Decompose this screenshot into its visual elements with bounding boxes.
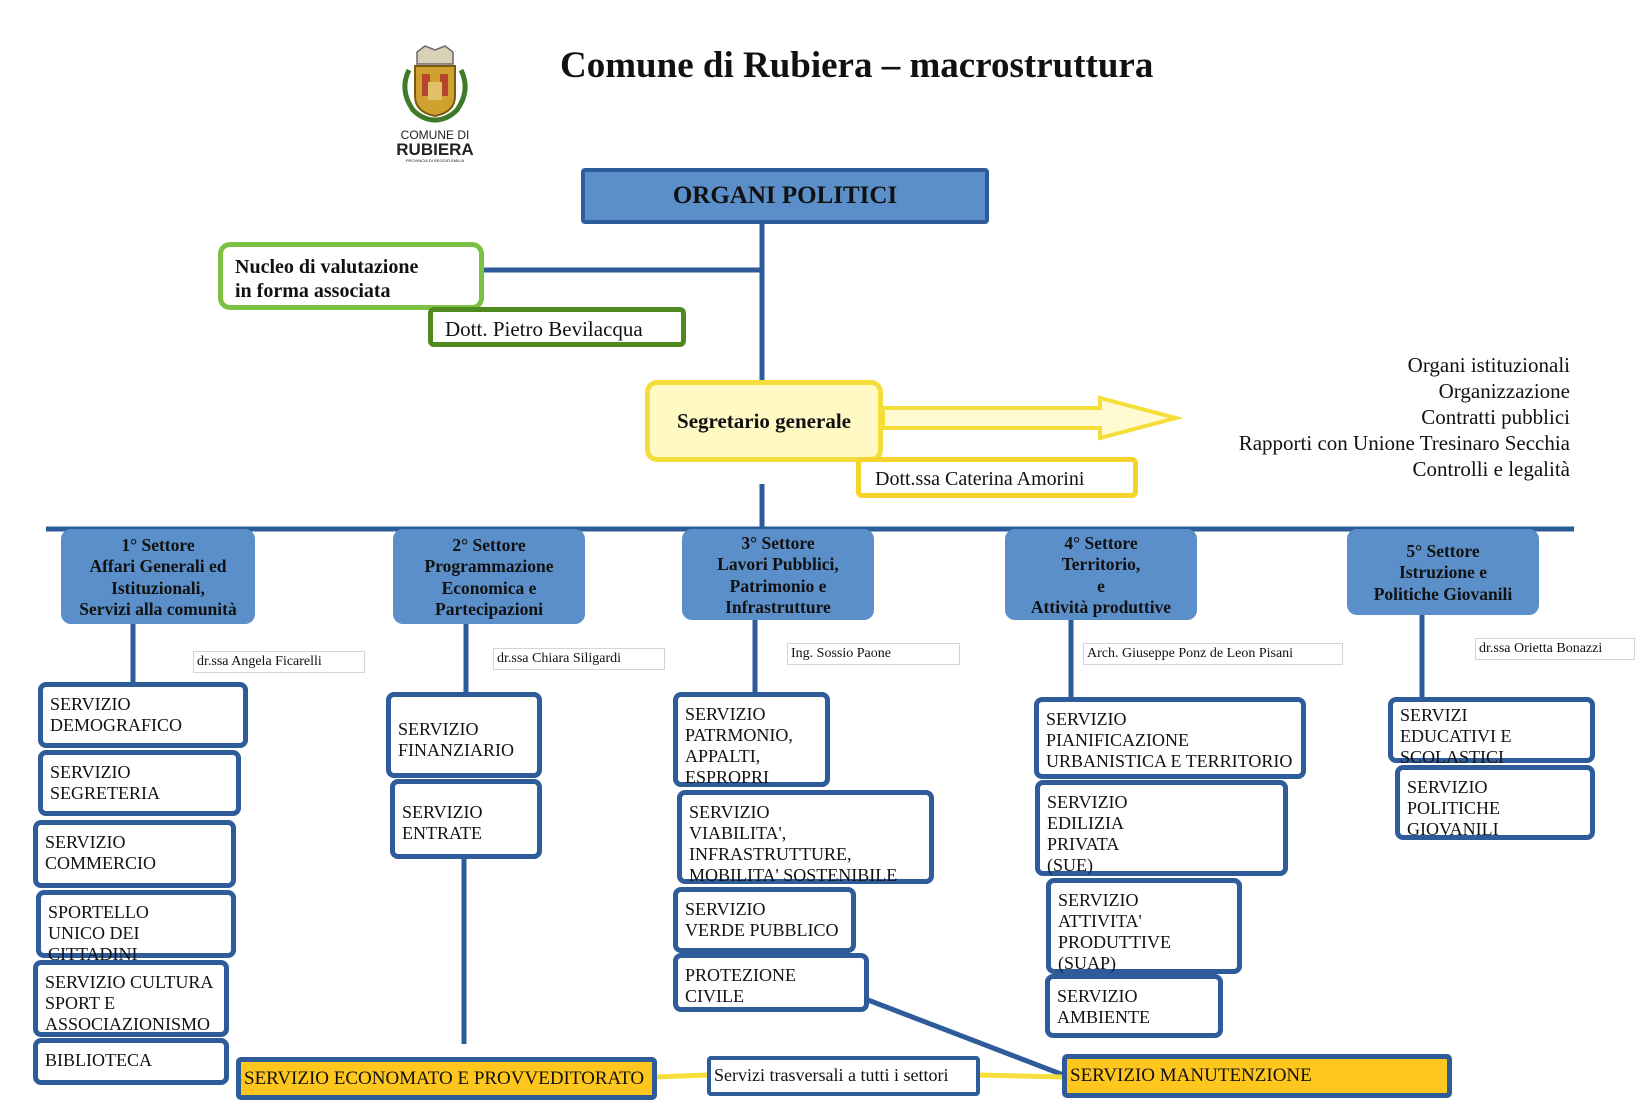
settore-line: 3° Settore	[741, 532, 815, 553]
servizio-pianificazione: SERVIZIO PIANIFICAZIONE URBANISTICA E TE…	[1034, 697, 1306, 779]
settore-line: Economica e	[441, 577, 537, 598]
settore-4-manager: Arch. Giuseppe Ponz de Leon Pisani	[1083, 643, 1343, 665]
settore-line: e	[1097, 575, 1105, 596]
settore-line: Partecipazioni	[435, 599, 543, 619]
settore-line: Programmazione	[424, 556, 554, 576]
settore-line: 5° Settore	[1406, 540, 1480, 561]
settore-line: 2° Settore	[452, 534, 526, 555]
servizio-commercio: SERVIZIO COMMERCIO	[33, 820, 236, 888]
organi-politici-box: ORGANI POLITICI	[581, 168, 989, 224]
responsibility-item: Organi istituzionali	[1407, 353, 1570, 377]
settore-2-header: 2° Settore Programmazione Economica e Pa…	[393, 529, 585, 624]
servizio-entrate: SERVIZIO ENTRATE	[390, 779, 542, 859]
segretario-person: Dott.ssa Caterina Amorini	[856, 457, 1138, 498]
settore-5-manager: dr.ssa Orietta Bonazzi	[1475, 638, 1635, 660]
responsibility-item: Rapporti con Unione Tresinaro Secchia	[1238, 431, 1570, 455]
servizio-economato: SERVIZIO ECONOMATO E PROVVEDITORATO	[236, 1057, 657, 1100]
sportello-unico-cittadini: SPORTELLO UNICO DEI CITTADINI	[36, 890, 236, 964]
settore-line: Affari Generali ed	[89, 556, 227, 576]
nucleo-person: Dott. Pietro Bevilacqua	[428, 307, 686, 347]
page-title: Comune di Rubiera – macrostruttura	[560, 45, 1154, 86]
servizio-politiche-giovanili: SERVIZIO POLITICHE GIOVANILI	[1395, 765, 1595, 840]
settore-line: 1° Settore	[121, 534, 195, 555]
settore-1-manager: dr.ssa Angela Ficarelli	[193, 651, 365, 673]
settore-line: 4° Settore	[1064, 532, 1138, 553]
coat-of-arms-icon	[402, 45, 468, 123]
segretario-responsibilities: Organi istituzionali Organizzazione Cont…	[1239, 352, 1570, 482]
settore-line: Lavori Pubblici,	[717, 554, 839, 574]
nucleo-line1: Nucleo di valutazione	[235, 256, 419, 278]
servizio-viabilita: SERVIZIO VIABILITA', INFRASTRUTTURE, MOB…	[677, 790, 934, 885]
settore-4-header: 4° Settore Territorio, e Attività produt…	[1005, 529, 1197, 620]
logo-line1: COMUNE DI	[400, 128, 470, 142]
segretario-generale-box: Segretario generale	[645, 380, 883, 462]
responsibility-item: Controlli e legalità	[1412, 457, 1570, 481]
nucleo-valutazione-box: Nucleo di valutazione in forma associata	[218, 242, 484, 310]
settore-3-manager: Ing. Sossio Paone	[787, 643, 960, 665]
servizio-demografico: SERVIZIO DEMOGRAFICO	[38, 682, 248, 748]
servizio-verde-pubblico: SERVIZIO VERDE PUBBLICO	[673, 887, 856, 953]
settore-line: Istruzione e	[1399, 562, 1487, 583]
settore-line: Patrimonio e	[729, 575, 827, 596]
servizio-biblioteca: BIBLIOTECA	[33, 1038, 229, 1085]
logo-line3: PROVINCIA DI REGGIO EMILIA	[405, 158, 465, 163]
settore-line: Istituzionali,	[111, 577, 205, 598]
logo-line2: RUBIERA	[396, 140, 474, 159]
settore-line: Attività produttive	[1030, 597, 1172, 617]
settore-3-header: 3° Settore Lavori Pubblici, Patrimonio e…	[682, 529, 874, 620]
settore-line: Politiche Giovanili	[1373, 583, 1513, 604]
settore-5-header: 5° Settore Istruzione e Politiche Giovan…	[1347, 529, 1539, 615]
settore-1-header: 1° Settore Affari Generali ed Istituzion…	[61, 529, 255, 624]
protezione-civile: PROTEZIONE CIVILE	[673, 953, 869, 1012]
responsibility-item: Contratti pubblici	[1421, 405, 1570, 429]
settore-line: Infrastrutture	[725, 597, 831, 617]
servizio-finanziario: SERVIZIO FINANZIARIO	[386, 692, 542, 778]
servizio-segreteria: SERVIZIO SEGRETERIA	[38, 750, 241, 816]
responsibility-item: Organizzazione	[1438, 379, 1570, 403]
comune-logo: COMUNE DI RUBIERA PROVINCIA DI REGGIO EM…	[385, 40, 485, 163]
servizio-manutenzione: SERVIZIO MANUTENZIONE	[1062, 1054, 1452, 1098]
servizi-educativi: SERVIZI EDUCATIVI E SCOLASTICI	[1388, 697, 1595, 767]
servizio-patrimonio: SERVIZIO PATRMONIO, APPALTI, ESPROPRI	[673, 692, 830, 787]
servizio-ambiente: SERVIZIO AMBIENTE	[1045, 974, 1223, 1038]
servizio-edilizia-privata: SERVIZIO EDILIZIA PRIVATA (SUE)	[1035, 780, 1288, 876]
nucleo-line2: in forma associata	[235, 280, 391, 302]
settore-2-manager: dr.ssa Chiara Siligardi	[493, 648, 665, 670]
servizi-trasversali: Servizi trasversali a tutti i settori	[707, 1056, 980, 1096]
settore-line: Territorio,	[1061, 554, 1141, 574]
servizio-attivita-produttive: SERVIZIO ATTIVITA' PRODUTTIVE (SUAP)	[1046, 878, 1242, 974]
servizio-cultura-sport: SERVIZIO CULTURA SPORT E ASSOCIAZIONISMO	[33, 960, 229, 1037]
segretario-arrow	[881, 395, 1184, 441]
settore-line: Servizi alla comunità	[79, 599, 237, 619]
